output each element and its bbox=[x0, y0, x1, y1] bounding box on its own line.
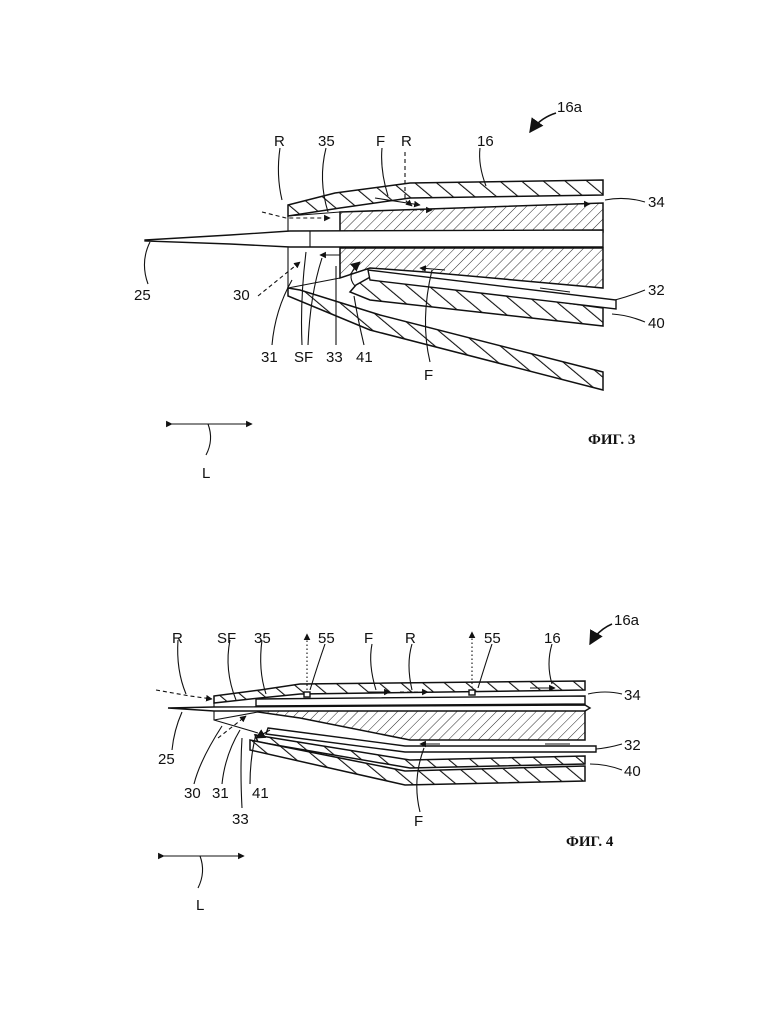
label-16: 16 bbox=[477, 133, 494, 150]
label-16a: 16a bbox=[614, 612, 640, 629]
label-R: R bbox=[172, 630, 183, 647]
figure-4-caption: ФИГ. 4 bbox=[566, 834, 614, 850]
label-32: 32 bbox=[648, 282, 665, 299]
label-R: R bbox=[274, 133, 285, 150]
label-R-2: R bbox=[405, 630, 416, 647]
label-33: 33 bbox=[232, 811, 249, 828]
label-F: F bbox=[376, 133, 385, 150]
label-30: 30 bbox=[233, 287, 250, 304]
label-31: 31 bbox=[212, 785, 229, 802]
label-25: 25 bbox=[158, 751, 175, 768]
upper-core bbox=[340, 203, 603, 232]
label-L: L bbox=[202, 465, 210, 482]
label-25: 25 bbox=[134, 287, 151, 304]
label-SF: SF bbox=[294, 349, 313, 366]
label-40: 40 bbox=[648, 315, 665, 332]
label-F-2: F bbox=[414, 813, 423, 830]
label-16a: 16a bbox=[557, 99, 583, 116]
label-35: 35 bbox=[318, 133, 335, 150]
label-33: 33 bbox=[326, 349, 343, 366]
front-nozzle bbox=[288, 212, 340, 288]
label-35: 35 bbox=[254, 630, 271, 647]
needle-25 bbox=[168, 705, 590, 711]
label-55-2: 55 bbox=[484, 630, 501, 647]
stud-55 bbox=[304, 692, 310, 697]
label-F: F bbox=[364, 630, 373, 647]
figure-3 bbox=[144, 113, 645, 455]
label-16: 16 bbox=[544, 630, 561, 647]
figure-4 bbox=[156, 624, 622, 888]
label-41: 41 bbox=[252, 785, 269, 802]
needle-25 bbox=[145, 230, 603, 247]
label-40: 40 bbox=[624, 763, 641, 780]
label-32: 32 bbox=[624, 737, 641, 754]
label-R-2: R bbox=[401, 133, 412, 150]
label-55: 55 bbox=[318, 630, 335, 647]
label-41: 41 bbox=[356, 349, 373, 366]
label-SF: SF bbox=[217, 630, 236, 647]
figure-3-caption: ФИГ. 3 bbox=[588, 432, 635, 448]
label-30: 30 bbox=[184, 785, 201, 802]
label-31: 31 bbox=[261, 349, 278, 366]
label-34: 34 bbox=[624, 687, 641, 704]
label-L: L bbox=[196, 897, 204, 914]
label-34: 34 bbox=[648, 194, 665, 211]
label-F-2: F bbox=[424, 367, 433, 384]
stud-55 bbox=[469, 690, 475, 695]
